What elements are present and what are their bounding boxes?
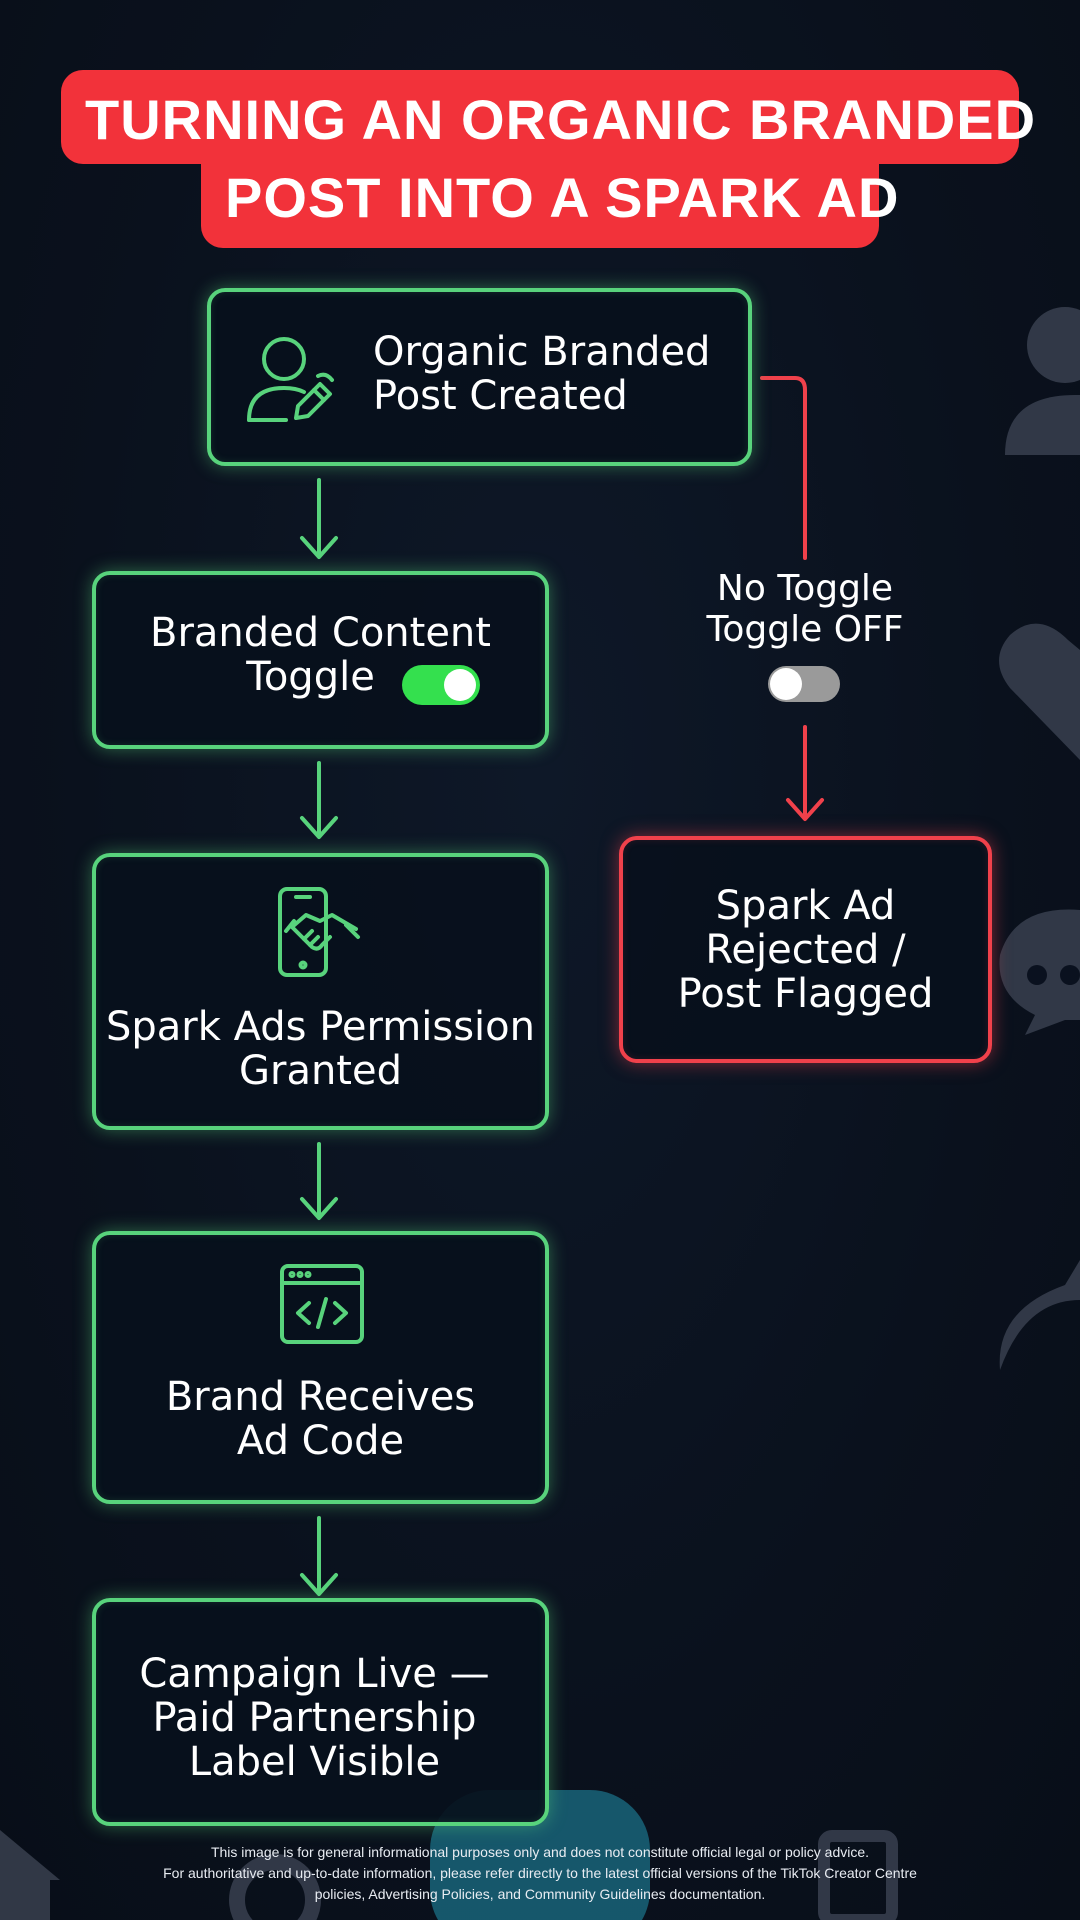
toggle-knob	[770, 668, 802, 700]
branded-content-toggle-on[interactable]	[402, 665, 480, 705]
node-ad-code-line2: Ad Code	[236, 1418, 405, 1464]
node-post-created-line2: Post Created	[373, 373, 628, 419]
branch-label-line1: No Toggle	[716, 568, 894, 609]
node-permission-granted: Spark Ads Permission Granted	[92, 853, 549, 1130]
node-post-created: Organic Branded Post Created	[207, 288, 752, 466]
node-live-line3: Label Visible	[188, 1739, 441, 1785]
disclaimer-line2: For authoritative and up-to-date informa…	[163, 1865, 917, 1881]
node-toggle-line2: Toggle	[246, 654, 375, 700]
node-ad-code-line1: Brand Receives	[165, 1374, 476, 1420]
arrow-permission-to-code	[300, 1142, 338, 1220]
page-title: TURNING AN ORGANIC BRANDED POST INTO A S…	[0, 70, 1080, 248]
node-rejected-line1: Spark Ad	[715, 883, 896, 929]
arrow-code-to-live	[300, 1516, 338, 1596]
code-window-icon	[280, 1264, 364, 1344]
node-permission-line1: Spark Ads Permission	[106, 1004, 535, 1050]
disclaimer-footer: This image is for general informational …	[0, 1842, 1080, 1905]
toggle-knob	[444, 669, 476, 701]
background-inbox-icon	[818, 1830, 898, 1920]
node-campaign-live: Campaign Live — Paid Partnership Label V…	[92, 1598, 549, 1826]
user-edit-icon	[247, 337, 334, 422]
node-branded-content-toggle: Branded Content Toggle	[92, 571, 549, 749]
arrow-toggle-to-permission	[300, 761, 338, 839]
node-rejected-line3: Post Flagged	[677, 971, 934, 1017]
background-home-icon	[0, 1830, 60, 1920]
branch-line-top	[760, 376, 807, 560]
phone-handshake-icon	[278, 887, 360, 977]
branded-content-toggle-off[interactable]	[768, 666, 840, 702]
arrow-branch-to-rejected	[786, 725, 824, 821]
disclaimer-line3: policies, Advertising Policies, and Comm…	[314, 1886, 766, 1902]
node-live-line2: Paid Partnership	[152, 1695, 477, 1741]
background-person-icon	[1005, 307, 1080, 455]
branch-label-line2: Toggle OFF	[706, 609, 904, 650]
node-permission-line2: Granted	[239, 1048, 402, 1094]
title-line-2: POST INTO A SPARK AD	[201, 160, 898, 248]
background-search-icon	[229, 1854, 321, 1920]
node-ad-code: Brand Receives Ad Code	[92, 1231, 549, 1504]
title-line-1: TURNING AN ORGANIC BRANDED	[61, 70, 1035, 164]
background-share-icon	[999, 1260, 1080, 1370]
node-rejected-line2: Rejected /	[705, 927, 906, 973]
background-heart-icon	[999, 623, 1080, 760]
arrow-start-to-toggle	[300, 478, 338, 559]
background-comment-icon	[999, 909, 1080, 1035]
node-live-line1: Campaign Live —	[139, 1651, 490, 1697]
disclaimer-line1: This image is for general informational …	[210, 1844, 870, 1860]
node-spark-ad-rejected: Spark Ad Rejected / Post Flagged	[619, 836, 992, 1063]
node-toggle-line1: Branded Content	[150, 610, 491, 656]
node-post-created-line1: Organic Branded	[373, 329, 711, 375]
branch-condition-label: No Toggle Toggle OFF	[680, 568, 930, 650]
